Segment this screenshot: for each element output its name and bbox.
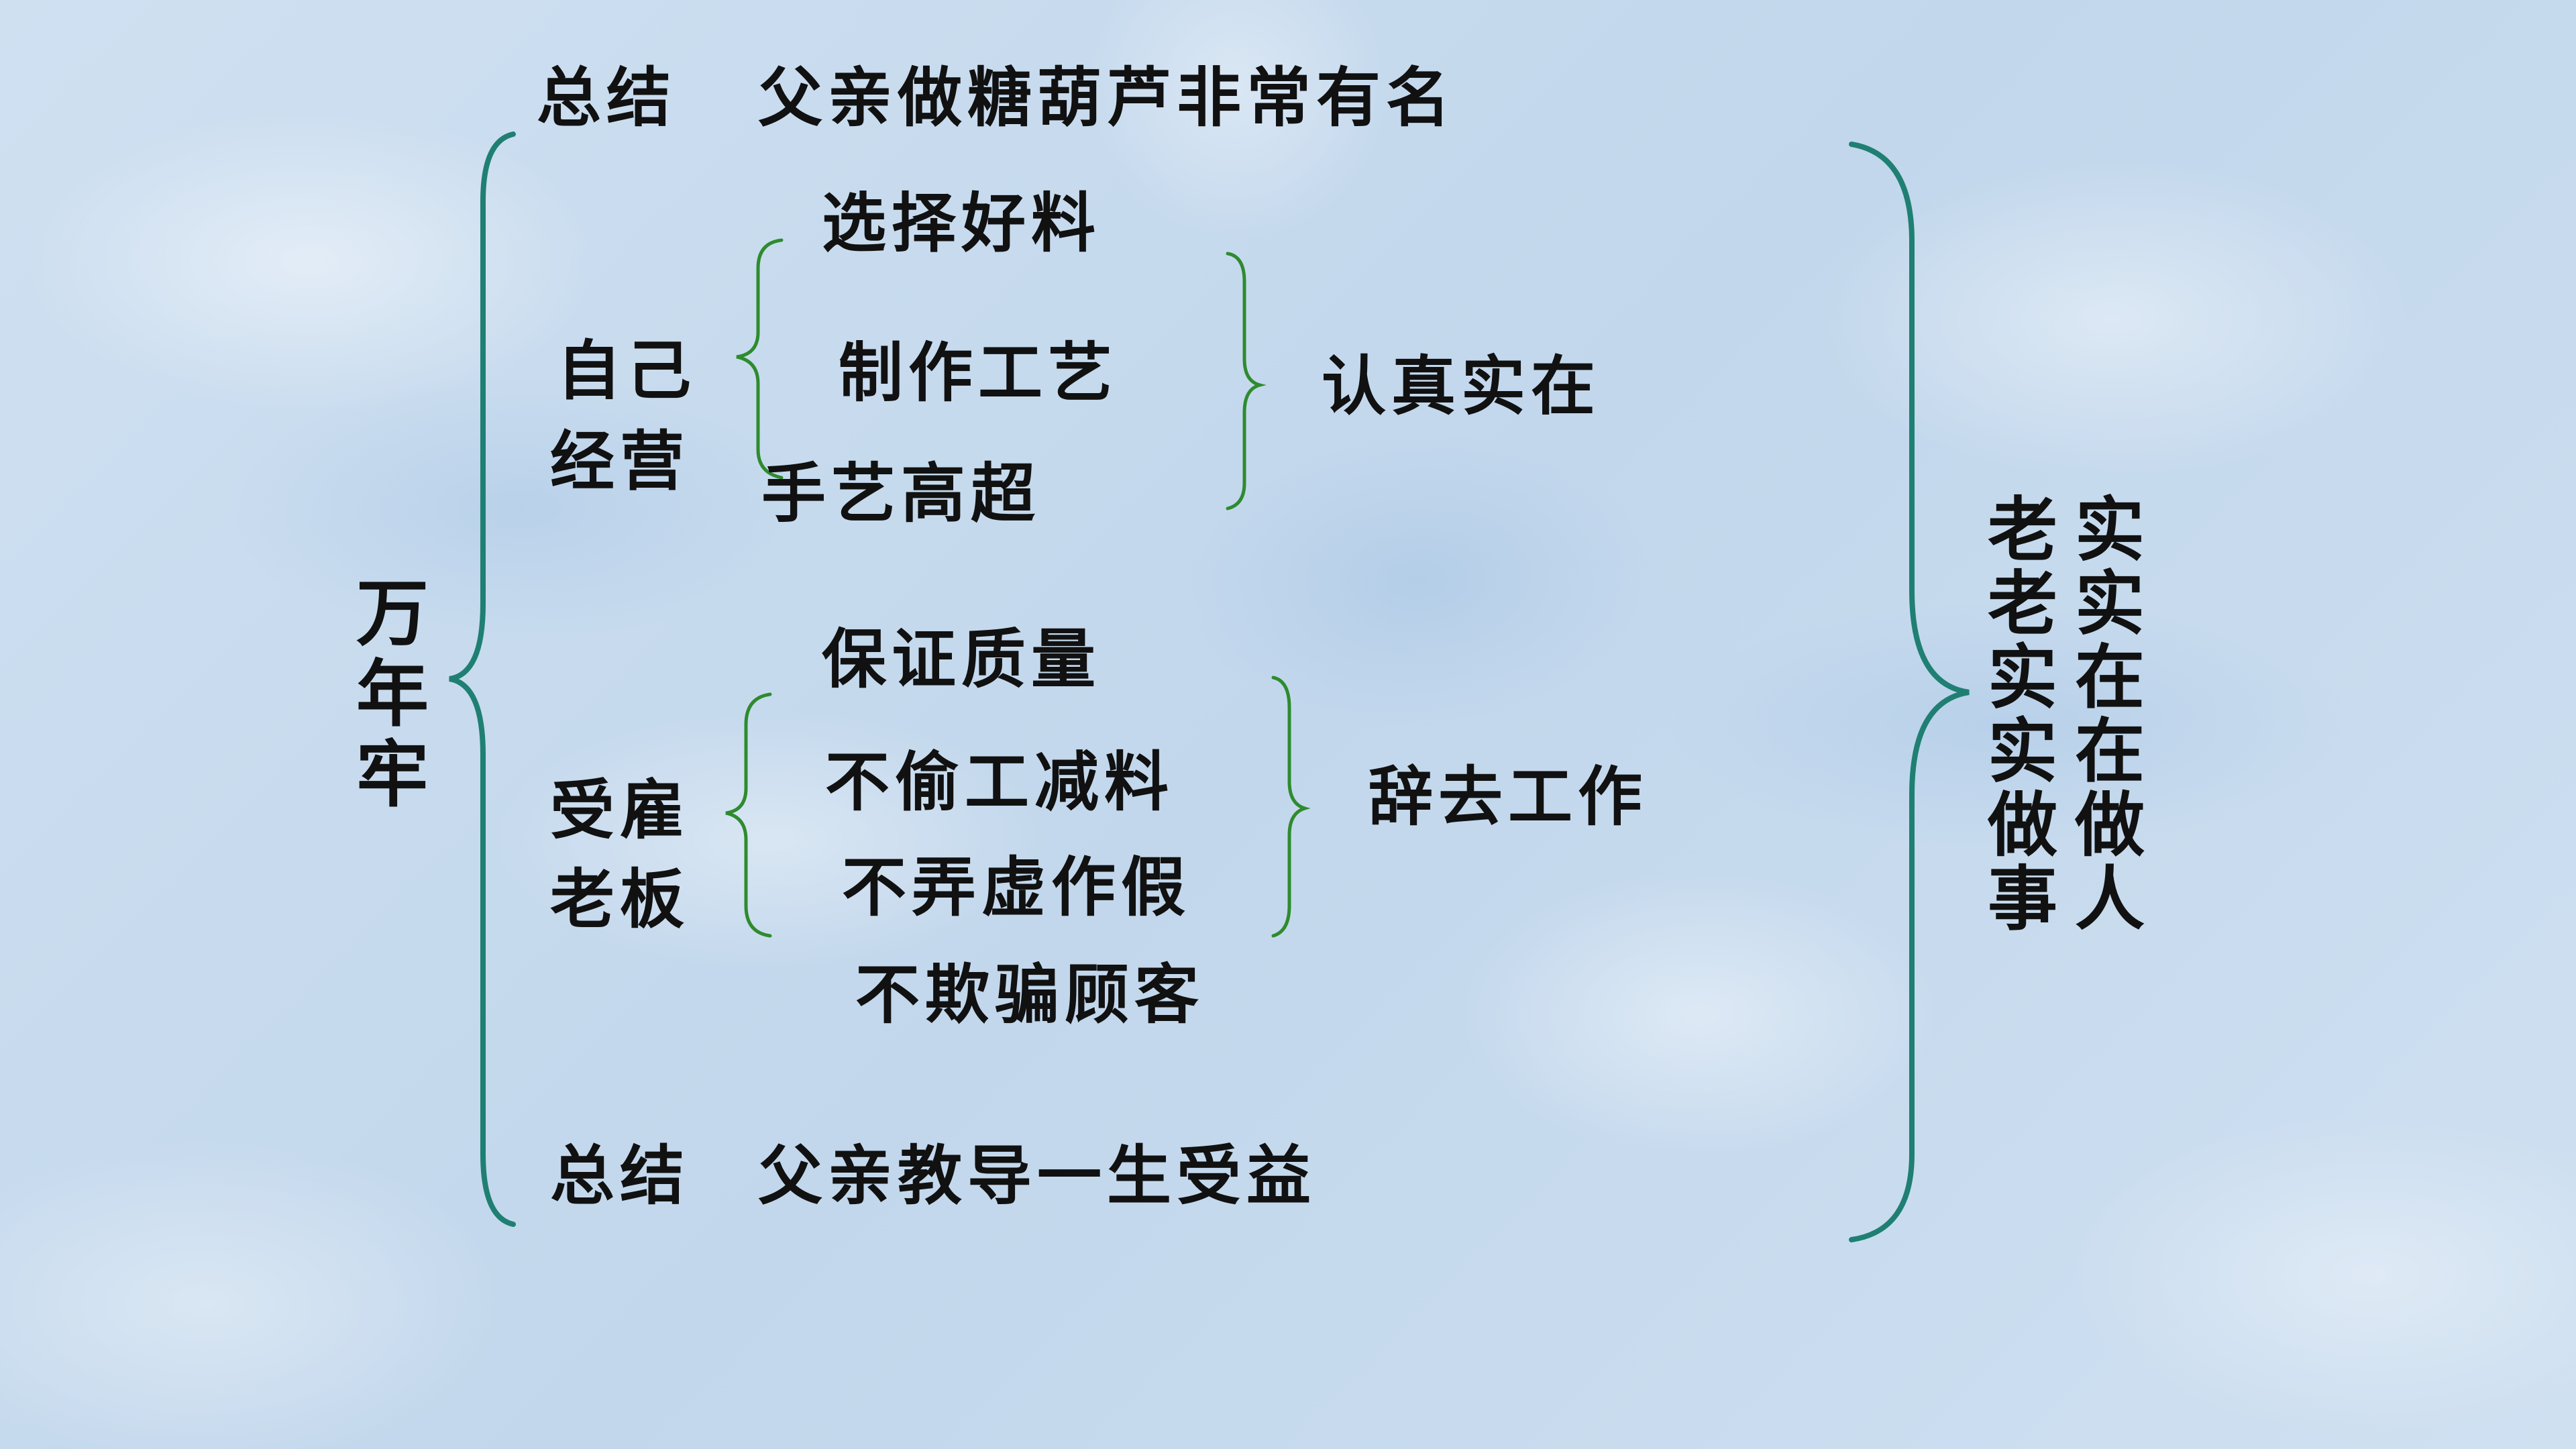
employed-item-3: 不弄虚作假: [842, 849, 1191, 925]
summary-bottom-label: 总结: [550, 1138, 690, 1214]
employed-item-2: 不偷工减料: [825, 744, 1174, 820]
self-run-right-brace: [1226, 252, 1267, 511]
summary-bottom-text: 父亲教导一生受益: [758, 1138, 1316, 1214]
big-right-brace: [1849, 142, 1970, 1242]
self-run-item-3: 手艺高超: [761, 455, 1040, 531]
conclusion-col-1: 老老实实做事: [1987, 488, 2057, 940]
big-left-brace: [449, 131, 516, 1227]
employed-left-brace: [725, 692, 772, 938]
self-run-result: 认真实在: [1322, 348, 1601, 424]
employed-result: 辞去工作: [1368, 759, 1648, 835]
summary-top-label: 总结: [537, 60, 676, 136]
self-run-label-2: 经营: [550, 423, 690, 499]
self-run-item-2: 制作工艺: [839, 335, 1118, 411]
employed-label-2: 老板: [550, 861, 690, 937]
employed-label-1: 受雇: [550, 772, 690, 848]
employed-item-1: 保证质量: [822, 621, 1101, 697]
summary-top-text: 父亲做糖葫芦非常有名: [758, 60, 1456, 136]
self-run-label-1: 自己: [557, 333, 696, 409]
self-run-left-brace: [736, 238, 784, 480]
employed-right-brace: [1271, 676, 1311, 938]
self-run-item-1: 选择好料: [822, 185, 1101, 261]
employed-item-4: 不欺骗顾客: [855, 957, 1204, 1032]
conclusion-col-2: 实实在在做人: [2074, 488, 2145, 940]
root-title: 万年牢: [356, 572, 429, 817]
